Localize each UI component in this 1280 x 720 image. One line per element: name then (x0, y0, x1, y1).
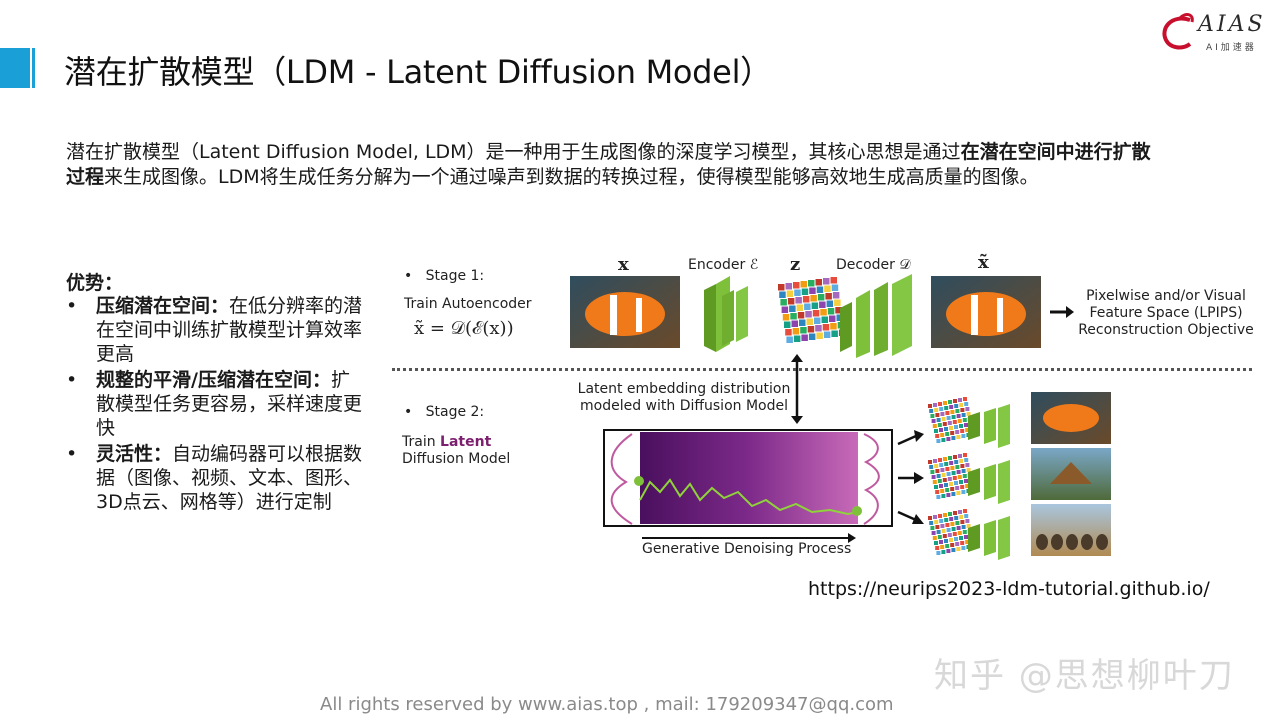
output-image-xtilde (931, 276, 1041, 348)
reconstruction-formula: x̃ = 𝒟(ℰ(x)) (414, 318, 514, 339)
stage2-desc-line2: Diffusion Model (402, 451, 510, 467)
generated-outputs (928, 392, 1111, 560)
decoder-label: Decoder 𝒟 (836, 257, 911, 273)
decoder-block (840, 274, 912, 358)
z-label: z (790, 254, 800, 275)
decoder-mini-block (968, 460, 1010, 504)
decoder-mini-block (968, 404, 1010, 448)
generated-image (1031, 504, 1111, 556)
reference-link[interactable]: https://neurips2023-ldm-tutorial.github.… (808, 578, 1210, 600)
stage2-desc-line1: Train Latent (402, 434, 491, 450)
footer-copyright: All rights reserved by www.aias.top , ma… (320, 694, 894, 715)
objective-text: Pixelwise and/or Visual Feature Space (L… (1072, 288, 1260, 339)
input-image-x (570, 276, 680, 348)
latent-word: Latent (440, 434, 491, 450)
encoder-label: Encoder ℰ (688, 257, 758, 273)
branch-arrows-icon (898, 430, 924, 524)
stage2-label: • Stage 2: (404, 404, 484, 420)
process-label: Generative Denoising Process (642, 541, 851, 557)
generated-image (1031, 392, 1111, 444)
encoder-block (704, 276, 748, 352)
xtilde-label: x̃ (978, 252, 989, 273)
latent-z-grid (778, 277, 845, 343)
decoder-mini-block (968, 516, 1010, 560)
stage1-desc: Train Autoencoder (404, 296, 532, 312)
latent-note: Latent embedding distribution modeled wi… (574, 381, 794, 415)
stage-divider (392, 368, 1252, 371)
stage1-label: • Stage 1: (404, 268, 484, 284)
diffusion-process-box (604, 430, 892, 526)
zhihu-watermark: 知乎 @思想柳叶刀 (934, 648, 1235, 697)
x-label: x (618, 254, 629, 275)
generated-image (1031, 448, 1111, 500)
latent-z-cells (778, 277, 845, 343)
